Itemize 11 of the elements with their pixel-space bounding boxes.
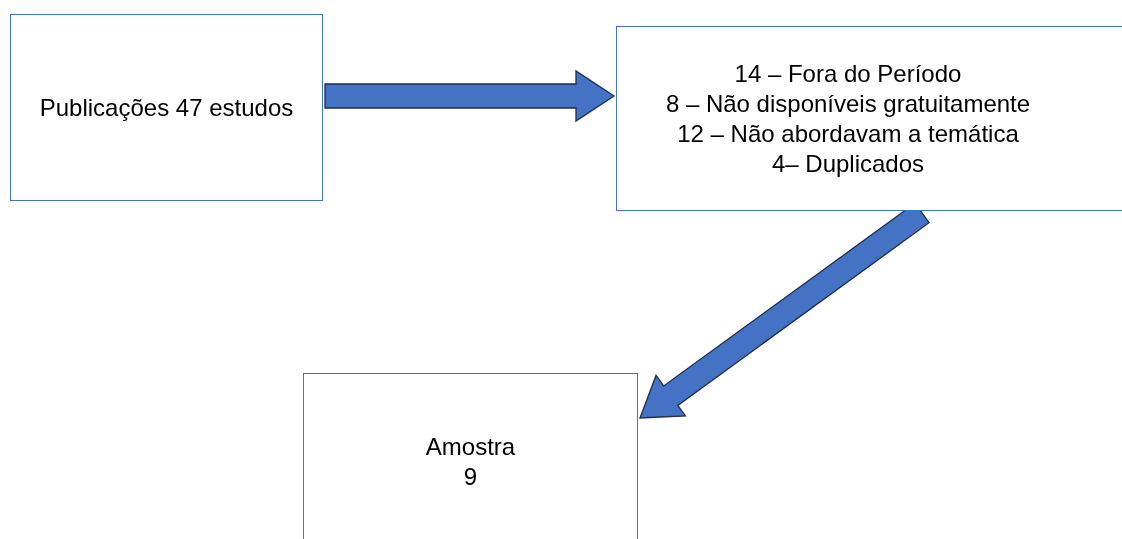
process-box (10, 14, 323, 201)
box-text: 9 (463, 462, 478, 492)
box-text: 4– Duplicados (771, 148, 925, 179)
box-text: Amostra (425, 432, 516, 462)
box-text: 8 – Não disponíveis gratuitamente (665, 88, 1031, 119)
process-box (303, 373, 638, 539)
box-text: 12 – Não abordavam a temática (677, 118, 1019, 149)
box-text: 14 – Fora do Período (734, 58, 962, 89)
box-text: Publicações 47 estudos (39, 92, 294, 123)
process-box (616, 26, 1122, 211)
block-arrow (324, 69, 616, 123)
